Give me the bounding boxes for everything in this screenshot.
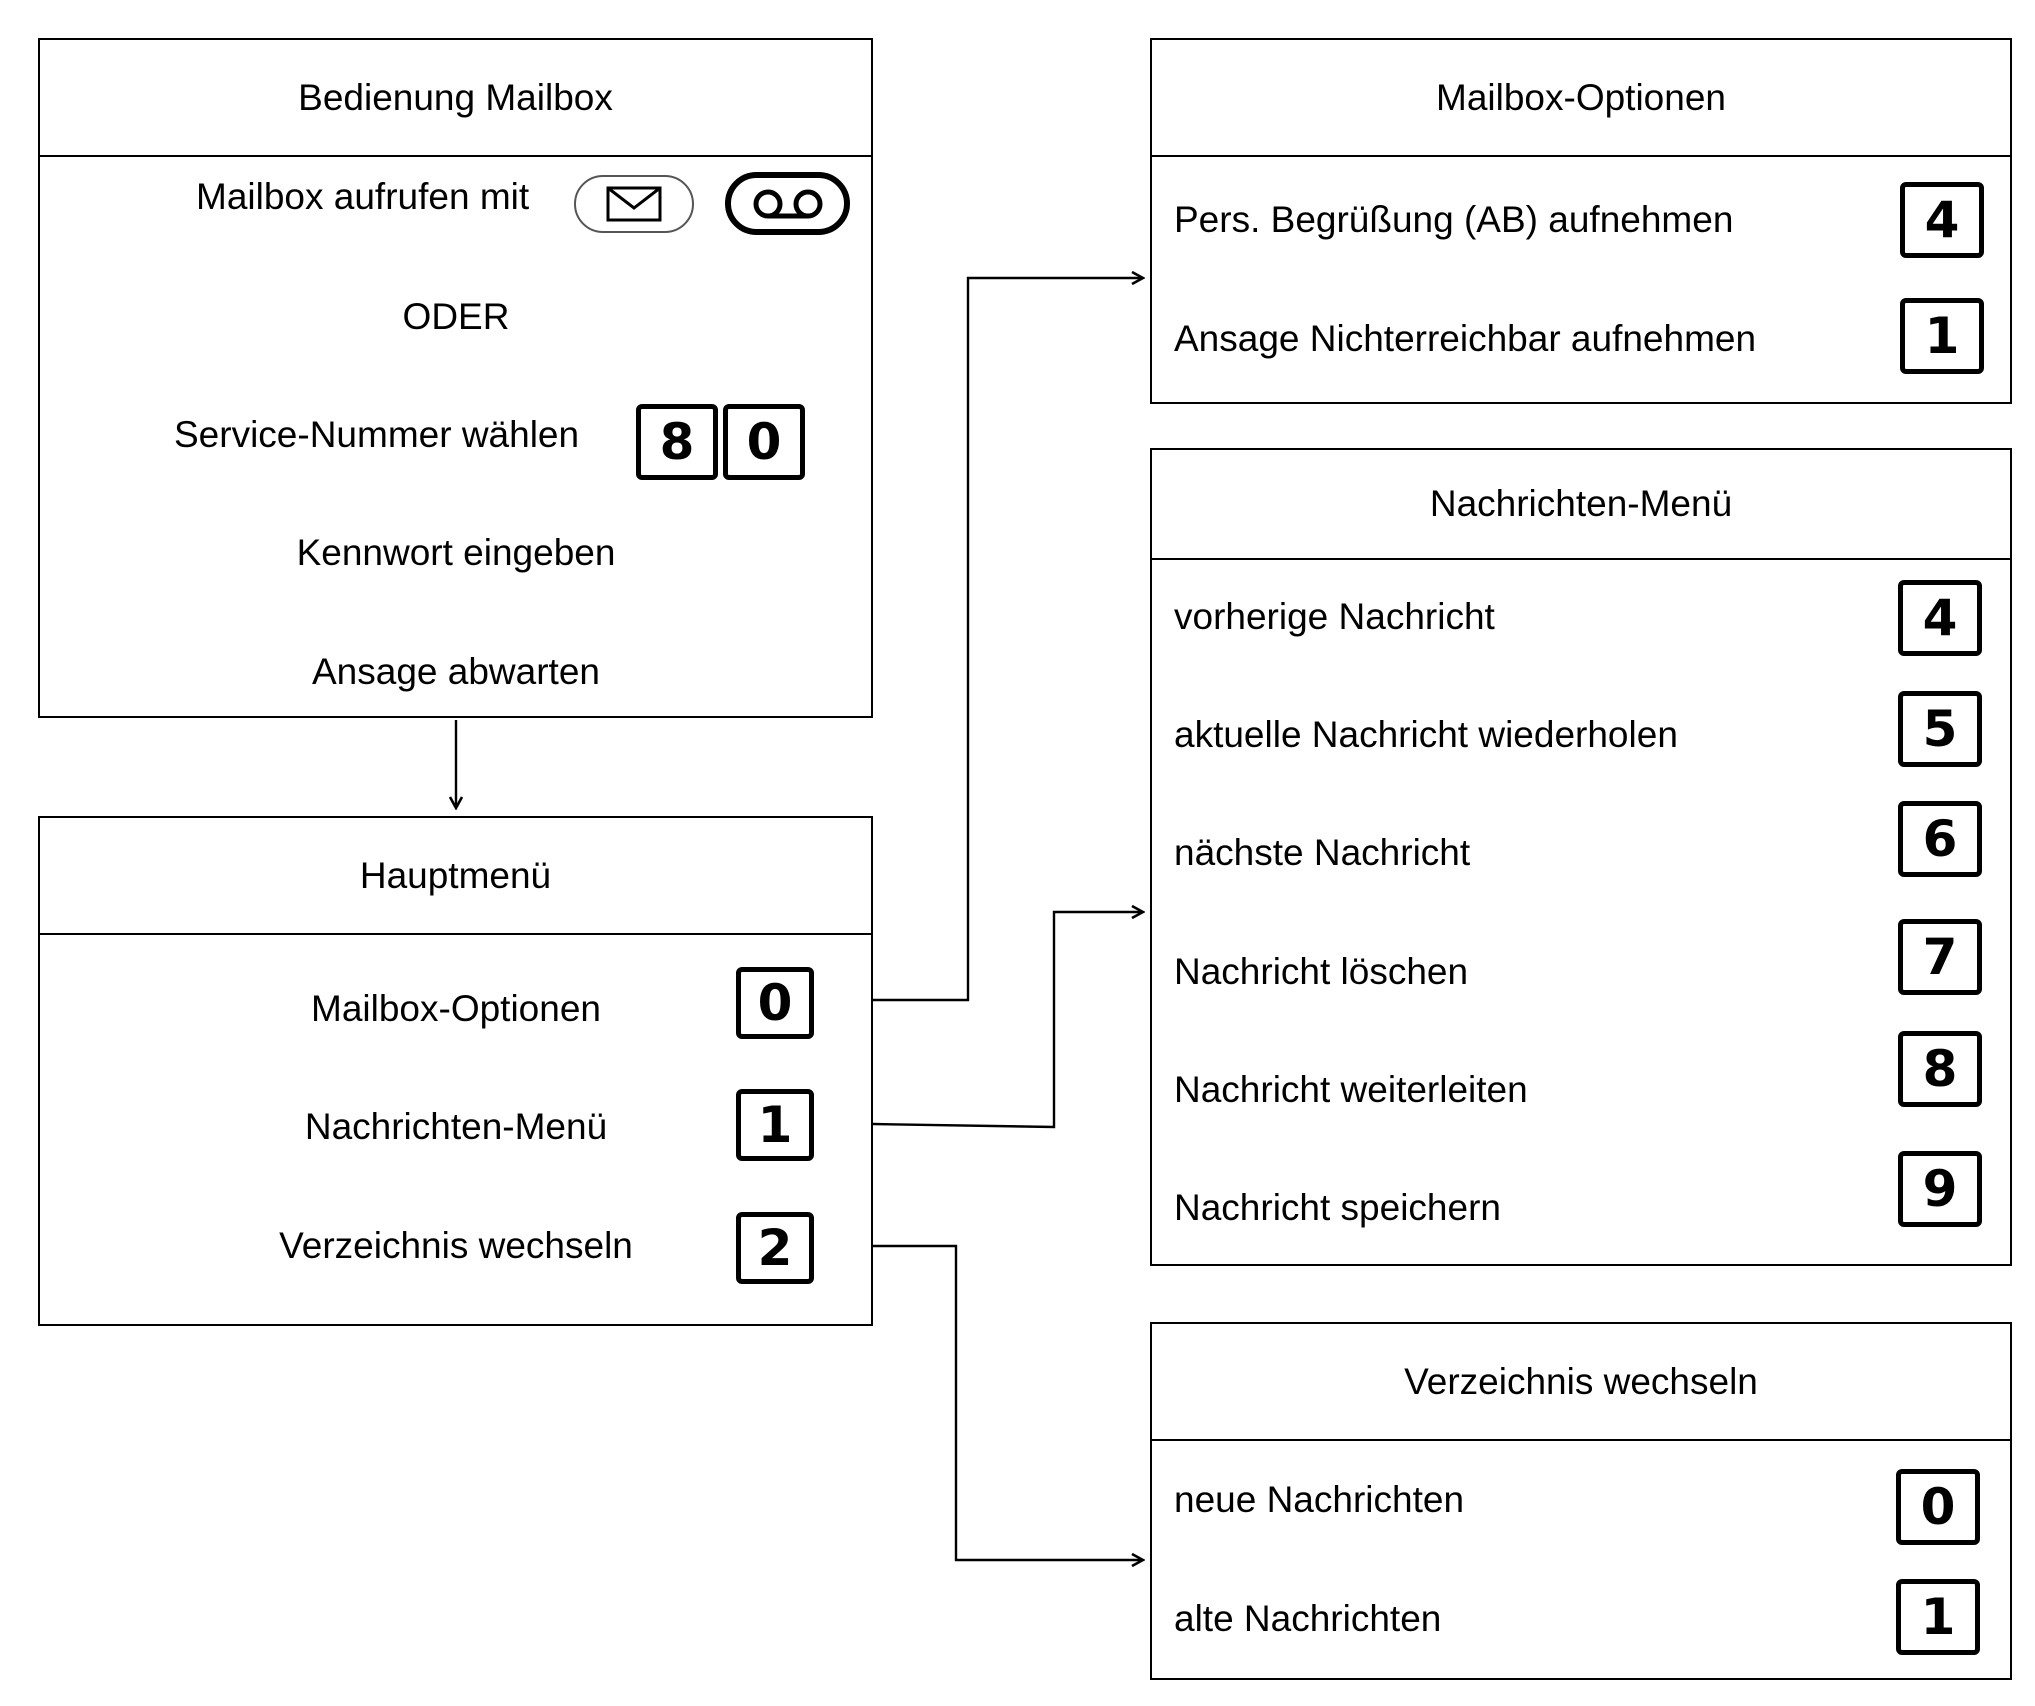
- arrow-nachrichten-menue: [872, 912, 1143, 1129]
- key-1: 1: [1900, 298, 1984, 374]
- box-title: Nachrichten-Menü: [1152, 450, 2010, 560]
- key-6: 6: [1898, 801, 1982, 877]
- key-0: 0: [736, 967, 814, 1039]
- box-bedienung-mailbox: Bedienung Mailbox: [38, 38, 873, 718]
- wait-announcement-label: Ansage abwarten: [312, 651, 600, 692]
- box-mailbox-optionen: Mailbox-Optionen: [1150, 38, 2012, 404]
- directory-option-label: neue Nachrichten: [1174, 1479, 1465, 1520]
- box-hauptmenue: Hauptmenü: [38, 816, 873, 1326]
- key-9: 9: [1898, 1151, 1982, 1227]
- key-5: 5: [1898, 691, 1982, 767]
- box-nachrichten-menue: Nachrichten-Menü: [1150, 448, 2012, 1266]
- box-title: Bedienung Mailbox: [40, 40, 871, 157]
- message-option-label: nächste Nachricht: [1174, 832, 1471, 873]
- key-4: 4: [1900, 182, 1984, 258]
- message-option-label: vorherige Nachricht: [1174, 596, 1495, 637]
- key-8: 8: [1898, 1031, 1982, 1107]
- menu-item-label: Mailbox-Optionen: [311, 988, 601, 1029]
- key-1: 1: [736, 1089, 814, 1161]
- menu-item-label: Verzeichnis wechseln: [279, 1225, 633, 1266]
- key-1: 1: [1896, 1579, 1980, 1655]
- arrow-verzeichnis-wechseln: [873, 1244, 1143, 1560]
- key-7: 7: [1898, 919, 1982, 995]
- message-option-label: Nachricht löschen: [1174, 951, 1469, 992]
- directory-option-label: alte Nachrichten: [1174, 1598, 1442, 1639]
- option-label: Ansage Nichterreichbar aufnehmen: [1174, 318, 1757, 359]
- box-title: Mailbox-Optionen: [1152, 40, 2010, 157]
- box-verzeichnis-wechseln: Verzeichnis wechseln: [1150, 1322, 2012, 1680]
- box-title: Hauptmenü: [40, 818, 871, 935]
- message-option-label: aktuelle Nachricht wiederholen: [1174, 714, 1678, 755]
- password-label: Kennwort eingeben: [296, 532, 616, 573]
- message-option-label: Nachricht speichern: [1174, 1187, 1501, 1228]
- message-option-label: Nachricht weiterleiten: [1174, 1069, 1528, 1110]
- voicemail-icon: [725, 172, 850, 235]
- option-label: Pers. Begrüßung (AB) aufnehmen: [1174, 199, 1734, 240]
- call-mailbox-label: Mailbox aufrufen mit: [196, 176, 530, 217]
- key-4: 4: [1898, 580, 1982, 656]
- key-2: 2: [736, 1212, 814, 1284]
- menu-item-label: Nachrichten-Menü: [304, 1106, 608, 1147]
- service-number-label: Service-Nummer wählen: [174, 414, 580, 455]
- key-8: 8: [636, 404, 718, 480]
- envelope-icon: [574, 175, 694, 233]
- oder-label: ODER: [402, 296, 510, 337]
- key-0: 0: [723, 404, 805, 480]
- key-0: 0: [1896, 1469, 1980, 1545]
- arrow-mailbox-optionen: [873, 278, 1143, 1002]
- box-title: Verzeichnis wechseln: [1152, 1324, 2010, 1441]
